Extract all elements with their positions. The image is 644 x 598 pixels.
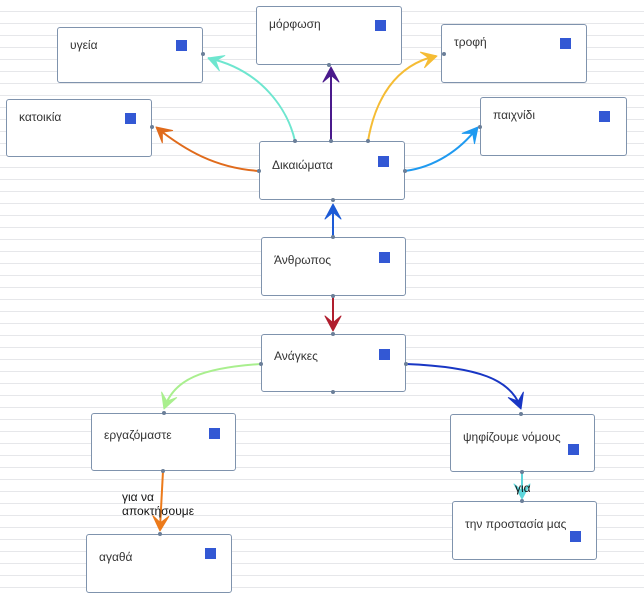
connection-dot[interactable] — [201, 52, 205, 56]
node-color-square — [378, 156, 389, 167]
arrowhead — [155, 126, 174, 144]
arrowhead — [207, 55, 226, 72]
arrowhead — [161, 391, 178, 410]
node-label: μόρφωση — [269, 17, 321, 31]
edge-label-gia-na: για να — [122, 490, 154, 504]
connection-dot[interactable] — [162, 411, 166, 415]
connection-dot[interactable] — [158, 532, 162, 536]
arrowhead — [152, 515, 170, 532]
node-color-square — [209, 428, 220, 439]
node-label: τροφή — [454, 35, 487, 49]
node-katoikia[interactable]: κατοικία — [6, 99, 152, 157]
arrowhead — [513, 483, 531, 500]
node-label: Ανάγκες — [274, 349, 318, 363]
edge-line — [164, 363, 262, 407]
connection-dot[interactable] — [331, 390, 335, 394]
connection-dot[interactable] — [150, 125, 154, 129]
node-label: αγαθά — [99, 550, 133, 564]
edge-label-gia: για — [515, 481, 531, 495]
node-color-square — [379, 349, 390, 360]
node-label: παιχνίδι — [493, 108, 536, 122]
arrowhead — [461, 126, 479, 145]
connection-dot[interactable] — [327, 63, 331, 67]
node-ygeia[interactable]: υγεία — [57, 27, 203, 83]
arrowhead — [322, 66, 340, 83]
connection-dot[interactable] — [404, 362, 408, 366]
connection-dot[interactable] — [293, 139, 297, 143]
edge-line — [405, 363, 521, 407]
connection-dot[interactable] — [442, 52, 446, 56]
connection-dot[interactable] — [329, 139, 333, 143]
arrowhead — [507, 391, 524, 410]
connection-dot[interactable] — [331, 198, 335, 202]
edge-anthropos-dikaiomata[interactable] — [324, 203, 342, 237]
connection-dot[interactable] — [478, 125, 482, 129]
node-label: Δικαιώματα — [272, 158, 333, 172]
connection-dot[interactable] — [331, 235, 335, 239]
node-psifizoume[interactable]: ψηφίζουμε νόμους — [450, 414, 595, 472]
node-trofi[interactable]: τροφή — [441, 24, 587, 83]
node-color-square — [205, 548, 216, 559]
edge-line — [159, 470, 164, 529]
connection-dot[interactable] — [520, 470, 524, 474]
node-prostasia[interactable]: την προστασία μας — [452, 501, 597, 560]
arrowhead — [419, 51, 438, 69]
node-anthropos[interactable]: Άνθρωπος — [261, 237, 406, 296]
edge-anthropos-anagkes[interactable] — [324, 296, 342, 332]
node-color-square — [379, 252, 390, 263]
node-color-square — [568, 444, 579, 455]
arrowhead — [324, 203, 342, 220]
node-morfosi[interactable]: μόρφωση — [256, 6, 402, 65]
node-label: Άνθρωπος — [274, 253, 332, 267]
edge-line — [404, 127, 478, 172]
connection-dot[interactable] — [161, 469, 165, 473]
connection-dot[interactable] — [520, 499, 524, 503]
connection-dot[interactable] — [257, 169, 261, 173]
edge-dikaiomata-ygeia[interactable] — [207, 55, 296, 142]
node-color-square — [599, 111, 610, 122]
node-color-square — [375, 20, 386, 31]
node-dikaiomata[interactable]: Δικαιώματα — [259, 141, 405, 200]
arrowhead — [324, 315, 342, 332]
node-label: υγεία — [70, 38, 98, 52]
node-ergazomaste[interactable]: εργαζόμαστε — [91, 413, 236, 471]
node-color-square — [125, 113, 136, 124]
edge-label-apoktisoume: αποκτήσουμε — [122, 504, 195, 518]
edge-dikaiomata-paixnidi[interactable] — [404, 126, 479, 172]
edge-anagkes-psifizoume[interactable] — [405, 363, 524, 410]
edge-line — [207, 57, 296, 142]
node-label: κατοικία — [19, 110, 62, 124]
node-label: την προστασία μας — [465, 517, 567, 531]
connection-dot[interactable] — [331, 332, 335, 336]
edge-psifizoume-prostasia[interactable] — [513, 472, 531, 500]
connection-dot[interactable] — [259, 362, 263, 366]
edge-anagkes-ergazomaste[interactable] — [161, 363, 262, 410]
node-label: ψηφίζουμε νόμους — [463, 430, 561, 444]
connection-dot[interactable] — [331, 294, 335, 298]
node-paixnidi[interactable]: παιχνίδι — [480, 97, 627, 156]
node-color-square — [570, 531, 581, 542]
node-color-square — [176, 40, 187, 51]
connection-dot[interactable] — [519, 412, 523, 416]
node-anagkes[interactable]: Ανάγκες — [261, 334, 406, 392]
connection-dot[interactable] — [403, 169, 407, 173]
edge-dikaiomata-katoikia[interactable] — [155, 126, 260, 172]
edge-ergazomaste-agatha[interactable] — [152, 470, 170, 532]
connection-dot[interactable] — [366, 139, 370, 143]
node-color-square — [560, 38, 571, 49]
edge-line — [367, 55, 437, 142]
edge-dikaiomata-trofi[interactable] — [367, 51, 438, 142]
node-label: εργαζόμαστε — [104, 428, 172, 442]
edge-dikaiomata-morfosi[interactable] — [322, 66, 340, 141]
node-agatha[interactable]: αγαθά — [86, 534, 232, 593]
edge-line — [156, 127, 260, 172]
